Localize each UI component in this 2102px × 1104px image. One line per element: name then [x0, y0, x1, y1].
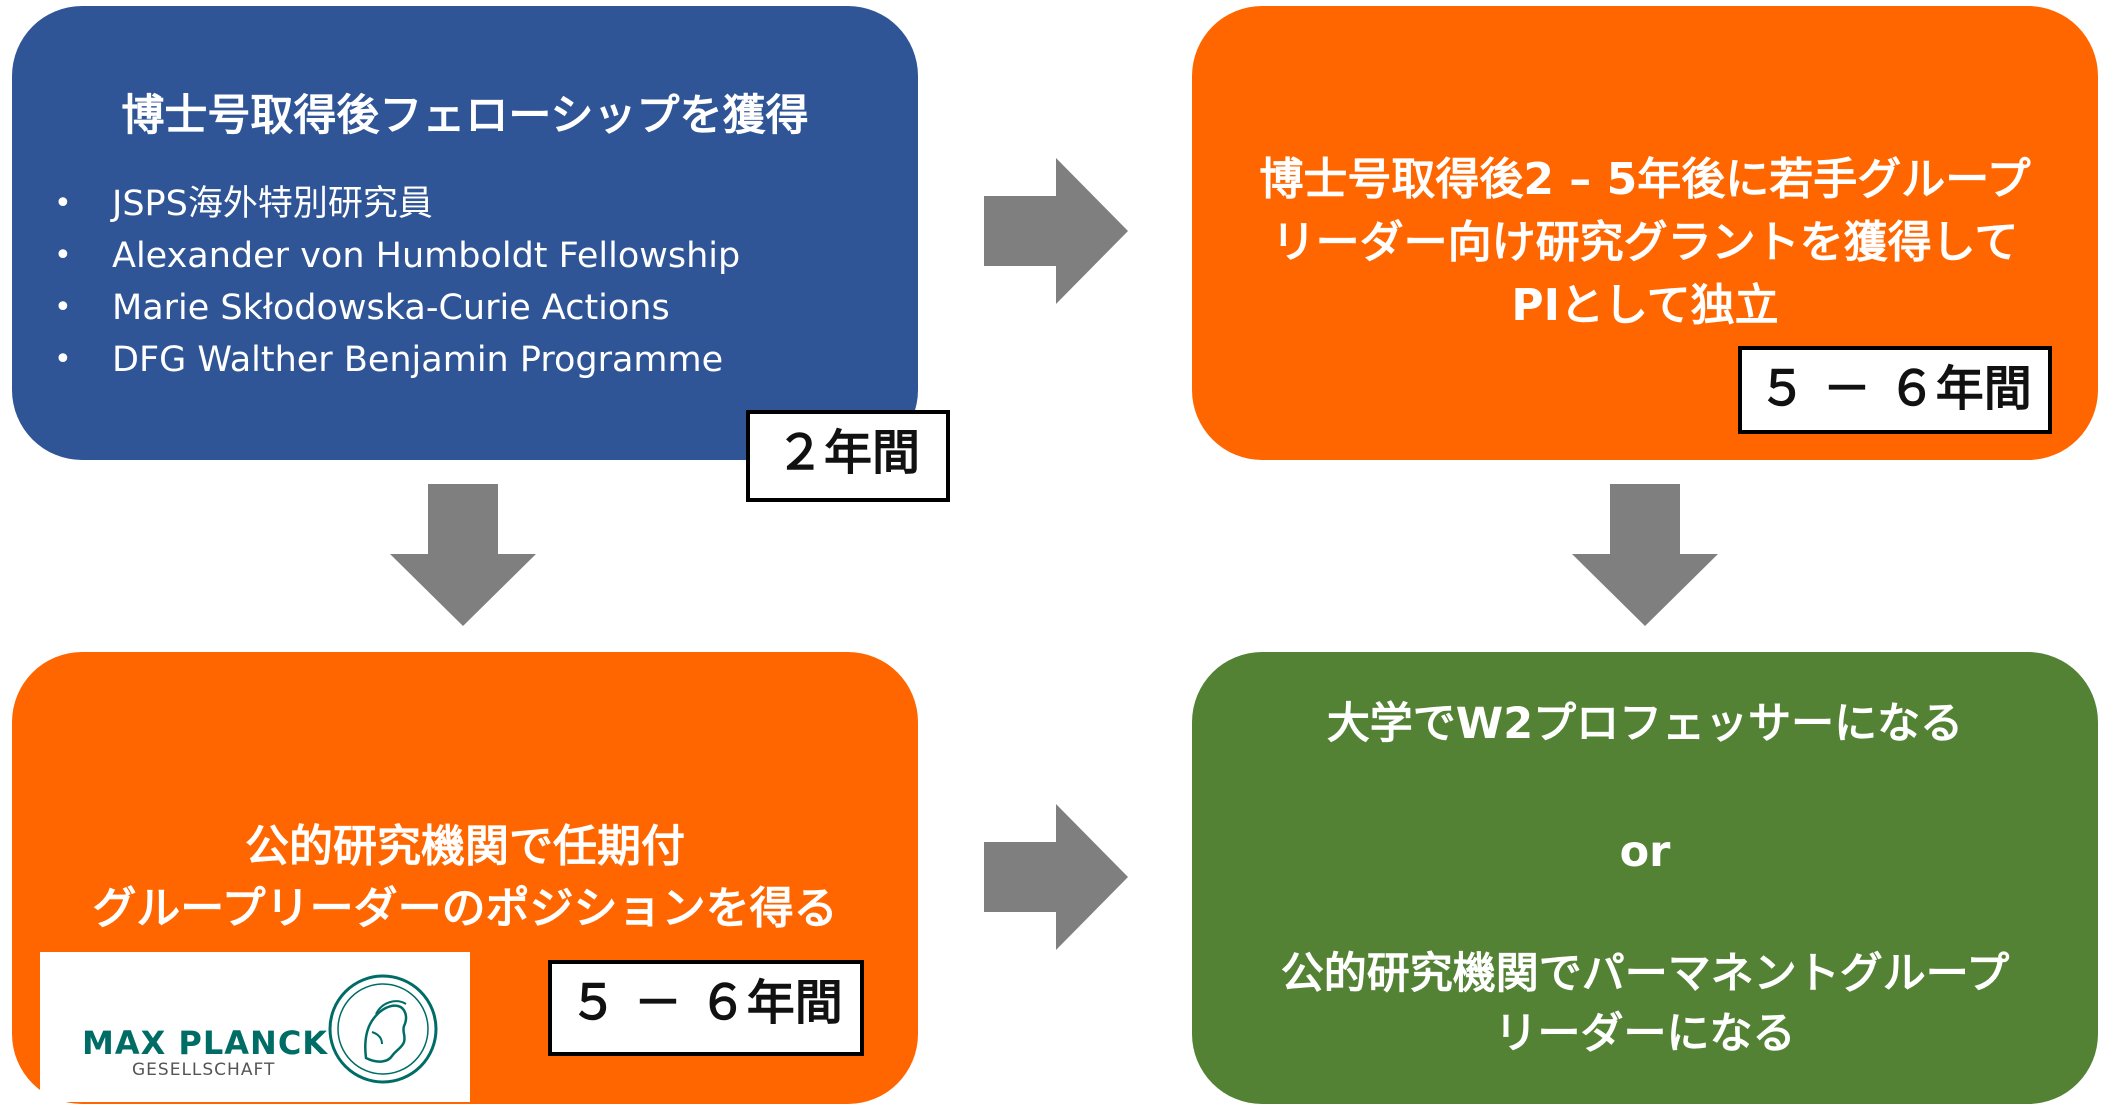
logo-subtitle: GESELLSCHAFT — [132, 1060, 276, 1080]
text-line: リーダーになる — [1494, 1009, 1796, 1059]
minerva-seal-icon — [328, 974, 438, 1084]
arrow-right-icon — [984, 158, 1128, 304]
fellowship-item: Marie Skłodowska-Curie Actions — [54, 282, 740, 334]
title-line: リーダー向け研究グラントを獲得して — [1271, 217, 2019, 268]
arrow-down-icon — [1572, 484, 1718, 626]
permanent-position-box: 大学でW2プロフェッサーになる or 公的研究機関でパーマネントグループ リーダ… — [1192, 652, 2098, 1104]
w2-professor-text: 大学でW2プロフェッサーになる — [1326, 699, 1964, 749]
postdoc-fellowship-box: 博士号取得後フェローシップを獲得 JSPS海外特別研究員 Alexander v… — [12, 6, 918, 460]
arrow-down-icon — [390, 484, 536, 626]
max-planck-logo: MAX PLANCK GESELLSCHAFT — [40, 952, 470, 1102]
fellowship-list: JSPS海外特別研究員 Alexander von Humboldt Fello… — [54, 178, 740, 386]
title-line: PIとして独立 — [1511, 280, 1779, 331]
fellowship-item: DFG Walther Benjamin Programme — [54, 334, 740, 386]
junior-group-grant-box: 博士号取得後2 – 5年後に若手グループ リーダー向け研究グラントを獲得して P… — [1192, 6, 2098, 460]
junior-group-grant-title: 博士号取得後2 – 5年後に若手グループ リーダー向け研究グラントを獲得して P… — [1192, 148, 2098, 337]
duration-tag-group-leader: ５ － ６年間 — [548, 960, 864, 1056]
title-line: 公的研究機関で任期付 — [245, 821, 685, 872]
fellowship-item: Alexander von Humboldt Fellowship — [54, 230, 740, 282]
title-line: グループリーダーのポジションを得る — [92, 883, 838, 934]
text-line: 公的研究機関でパーマネントグループ — [1280, 949, 2010, 999]
permanent-group-leader-text: 公的研究機関でパーマネントグループ リーダーになる — [1192, 944, 2098, 1064]
arrow-right-icon — [984, 804, 1128, 950]
fixed-term-group-leader-title: 公的研究機関で任期付 グループリーダーのポジションを得る — [12, 816, 918, 940]
postdoc-fellowship-title: 博士号取得後フェローシップを獲得 — [121, 91, 809, 141]
duration-tag-fellowship: ２年間 — [746, 410, 950, 502]
or-text: or — [1619, 827, 1671, 877]
duration-tag-grant: ５ － ６年間 — [1738, 346, 2052, 434]
title-line: 博士号取得後2 – 5年後に若手グループ — [1259, 154, 2031, 205]
fellowship-item: JSPS海外特別研究員 — [54, 178, 740, 230]
logo-name: MAX PLANCK — [82, 1024, 329, 1062]
